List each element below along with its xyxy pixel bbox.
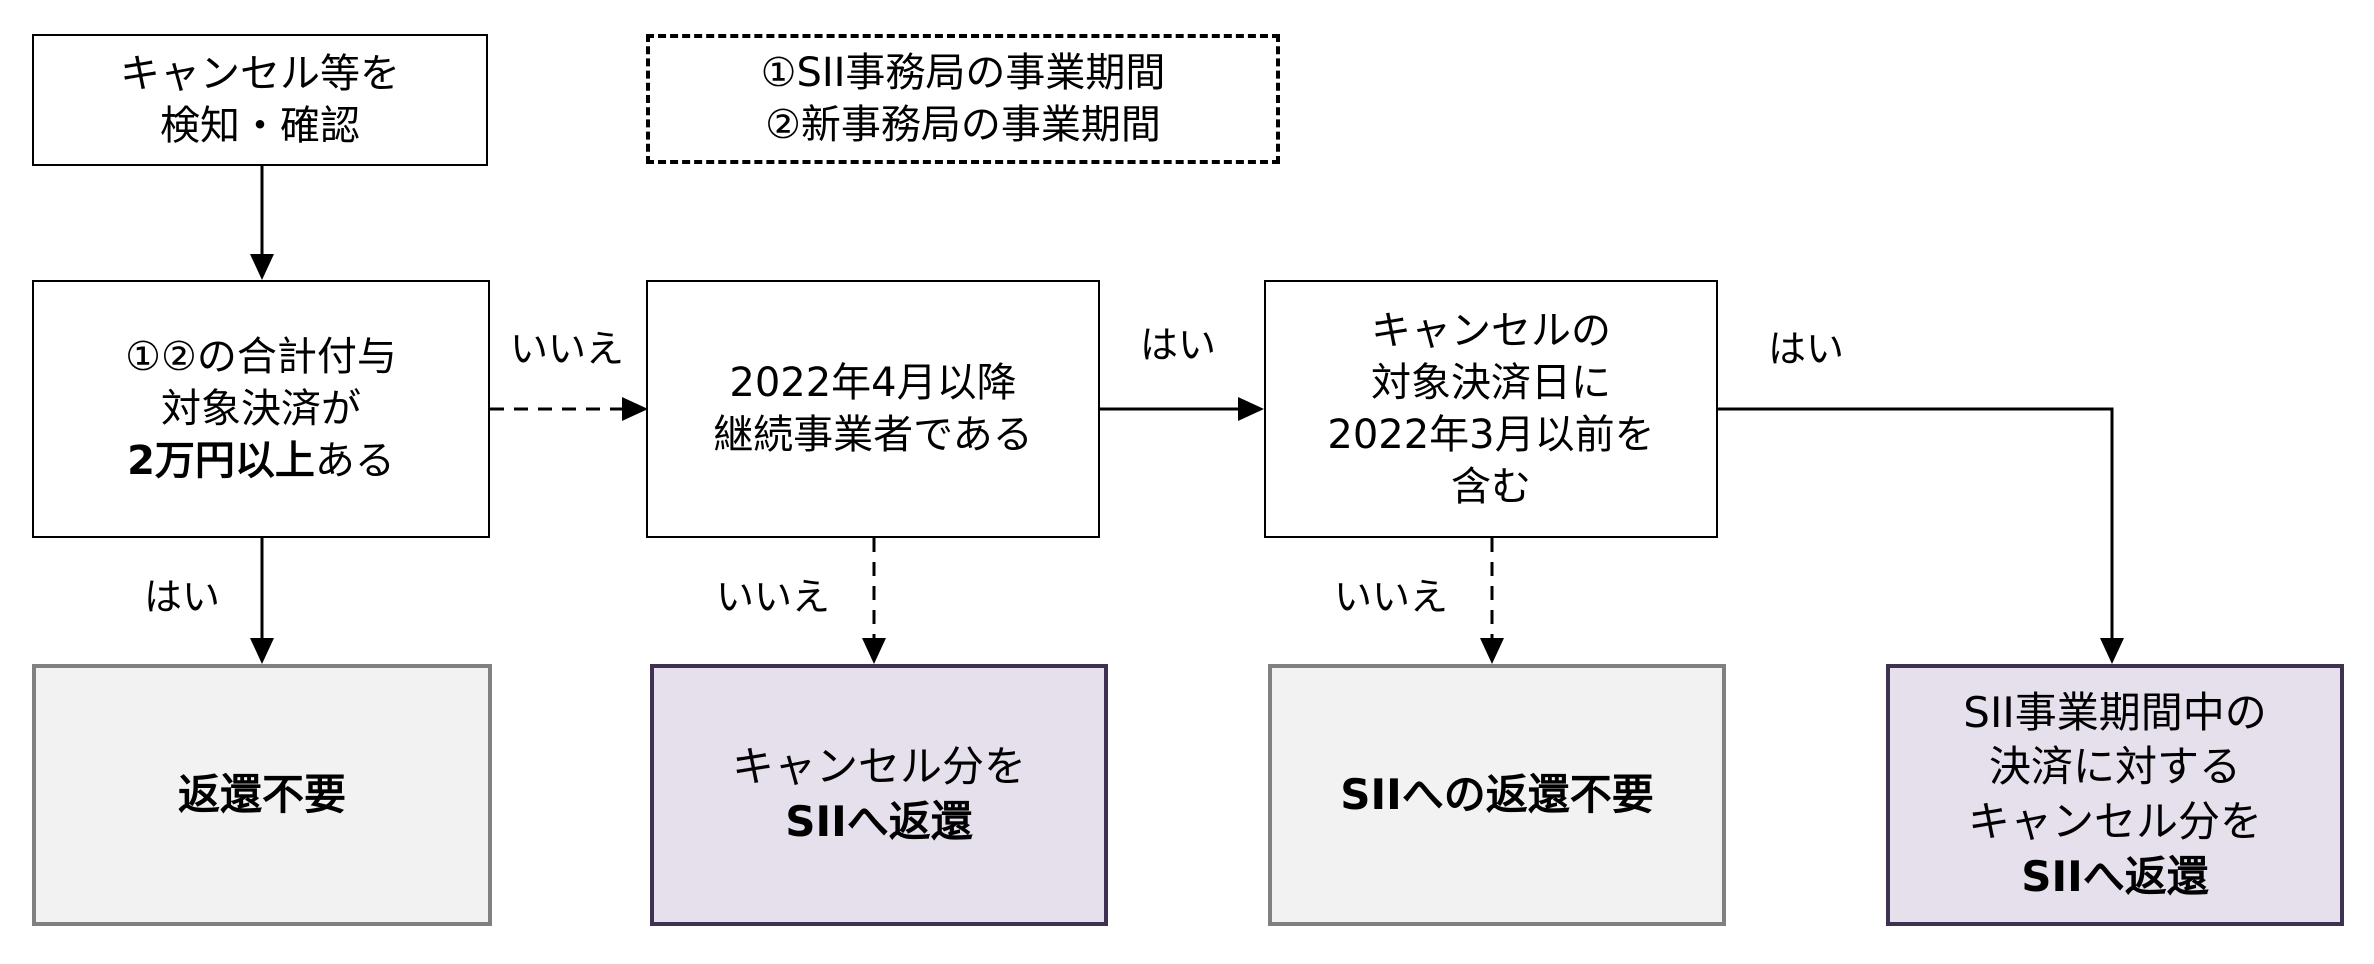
decision-total-line-1: ①②の合計付与 (125, 334, 397, 380)
decision-continuing-line-2: 継続事業者である (713, 412, 1033, 458)
result-refund-sii-period-line-1: SII事業期間中の (1963, 687, 2267, 737)
decision-total-threshold: 2万円以上 (127, 438, 315, 484)
arrowhead-total-to-no-refund (250, 638, 274, 664)
result-refund-cancel-line-2: SIIへ返還 (785, 797, 973, 846)
legend-business-periods: ①SII事務局の事業期間 ②新事務局の事業期間 (646, 34, 1280, 164)
result-refund-sii-period-line-3: キャンセル分を (1967, 797, 2262, 846)
decision-total-amount: ①②の合計付与 対象決済が 2万円以上ある (32, 280, 490, 538)
arrowhead-cancel-date-to-refund-sii (2100, 638, 2124, 664)
decision-cancel-date-line-3: 2022年3月以前を (1327, 412, 1655, 458)
result-refund-cancel: キャンセル分を SIIへ返還 (650, 664, 1108, 926)
edge-label-continuing-yes: はい (1140, 323, 1217, 367)
arrowhead-detect-to-total (250, 254, 274, 280)
result-refund-sii-period: SII事業期間中の 決済に対する キャンセル分を SIIへ返還 (1886, 664, 2344, 926)
legend-line-1: ①SII事務局の事業期間 (760, 50, 1166, 96)
decision-continuing-line-1: 2022年4月以降 (729, 360, 1017, 406)
result-no-refund: 返還不要 (32, 664, 492, 926)
node-detect-line-1: キャンセル等を (120, 51, 400, 97)
decision-continuing-business: 2022年4月以降 継続事業者である (646, 280, 1100, 538)
decision-cancel-date-line-4: 含む (1451, 464, 1531, 510)
edge-label-total-yes: はい (144, 575, 221, 619)
arrowhead-total-to-continuing (622, 397, 648, 421)
edge-label-continuing-no: いいえ (716, 575, 831, 619)
edge-label-total-no: いいえ (510, 327, 625, 371)
result-no-refund-sii: SIIへの返還不要 (1268, 664, 1726, 926)
decision-total-line-3-rest: ある (314, 438, 395, 484)
result-no-refund-sii-label: SIIへの返還不要 (1340, 769, 1654, 819)
decision-cancel-date-line-1: キャンセルの (1371, 308, 1611, 354)
result-no-refund-label: 返還不要 (177, 769, 346, 819)
decision-total-line-2: 対象決済が (161, 386, 361, 432)
edge-label-cancel-date-no: いいえ (1334, 575, 1449, 619)
result-refund-sii-period-line-4: SIIへ返還 (2021, 851, 2209, 901)
legend-line-2: ②新事務局の事業期間 (765, 102, 1161, 148)
result-refund-cancel-line-1: キャンセル分を (731, 742, 1026, 792)
node-detect-line-2: 検知・確認 (160, 103, 360, 149)
arrowhead-continuing-to-cancel-date (1238, 397, 1264, 421)
decision-cancel-date-line-2: 対象決済日に (1371, 360, 1611, 406)
node-detect-confirm: キャンセル等を 検知・確認 (32, 34, 488, 166)
result-refund-sii-period-line-2: 決済に対する (1988, 742, 2241, 792)
arrowhead-continuing-to-refund-cancel (862, 638, 886, 664)
decision-total-line-3: 2万円以上ある (127, 435, 395, 487)
edge-label-cancel-date-yes: はい (1768, 327, 1845, 371)
decision-cancel-date: キャンセルの 対象決済日に 2022年3月以前を 含む (1264, 280, 1718, 538)
arrow-cancel-date-to-refund-sii (1716, 407, 2114, 644)
arrowhead-cancel-date-to-no-refund-sii (1480, 638, 1504, 664)
